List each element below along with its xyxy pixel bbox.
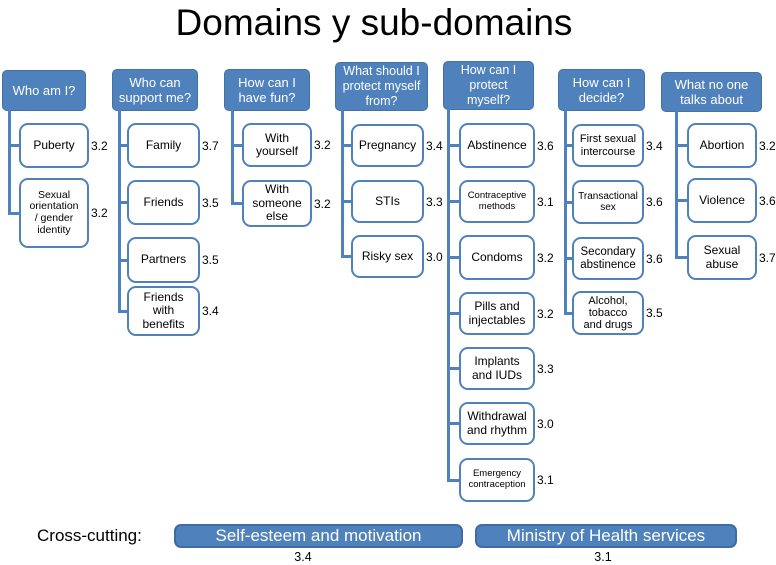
node-score-transactional-sex: 3.6 — [646, 195, 663, 209]
node-puberty: Puberty — [19, 123, 89, 168]
node-stis: STIs — [351, 180, 424, 223]
connector-rail — [341, 109, 344, 257]
column-header-how-can-i: How can I decide? — [558, 69, 645, 111]
connector-stub — [118, 309, 127, 313]
column-header-what-should-i: What should I protect myself from? — [335, 62, 428, 111]
node-partners: Partners — [127, 237, 200, 283]
column-header-what-no-one: What no one talks about — [661, 72, 762, 112]
node-score-friends-with-benefits: 3.4 — [202, 304, 219, 318]
column-header-how-can-i: How can I have fun? — [224, 69, 310, 111]
node-with-yourself: With yourself — [242, 123, 312, 167]
connector-stub — [675, 199, 687, 202]
connector-rail — [564, 109, 567, 313]
connector-stub — [118, 258, 127, 262]
connector-stub — [447, 367, 459, 370]
connector-stub — [675, 144, 687, 147]
node-score-withdrawal-and-rhythm: 3.0 — [537, 416, 554, 431]
cross-cutting-bar-score-self-esteem-and-motivation: 3.4 — [294, 550, 312, 564]
node-score-puberty: 3.2 — [91, 138, 108, 153]
node-secondary-abstinence: Secondary abstinence — [572, 237, 644, 280]
node-score-pregnancy: 3.4 — [426, 138, 443, 153]
node-score-pills-and-injectables: 3.2 — [537, 306, 554, 321]
node-score-condoms: 3.2 — [537, 250, 554, 265]
node-score-abstinence: 3.6 — [537, 138, 554, 153]
node-score-sexual-abuse: 3.7 — [759, 250, 776, 265]
node-score-risky-sex: 3.0 — [426, 249, 443, 264]
node-violence: Violence — [687, 178, 757, 223]
connector-stub — [231, 202, 242, 205]
page-title: Domains y sub-domains — [175, 2, 573, 43]
node-score-first-sexual-intercourse: 3.4 — [646, 138, 663, 153]
node-abortion: Abortion — [687, 123, 757, 168]
connector-stub — [564, 257, 572, 260]
node-friends: Friends — [127, 180, 200, 225]
node-risky-sex: Risky sex — [351, 235, 424, 278]
node-pregnancy: Pregnancy — [351, 124, 424, 167]
node-score-family: 3.7 — [202, 138, 219, 153]
node-score-partners: 3.5 — [202, 253, 219, 267]
connector-stub — [447, 312, 459, 315]
node-condoms: Condoms — [459, 235, 535, 280]
node-score-sexual-orientation-gender-identity: 3.2 — [91, 206, 108, 220]
node-first-sexual-intercourse: First sexual intercourse — [572, 124, 644, 167]
node-score-with-yourself: 3.2 — [314, 138, 331, 152]
connector-stub — [564, 144, 572, 147]
connector-rail — [231, 109, 234, 204]
connector-rail — [8, 109, 11, 213]
connector-stub — [675, 256, 687, 259]
node-abstinence: Abstinence — [459, 123, 535, 168]
node-sexual-abuse: Sexual abuse — [687, 235, 757, 280]
node-score-abortion: 3.2 — [759, 138, 776, 153]
connector-stub — [8, 211, 19, 215]
cross-cutting-bar-ministry-of-health-services: Ministry of Health services — [475, 524, 737, 548]
column-header-who-can: Who can support me? — [112, 69, 198, 111]
connector-stub — [564, 200, 572, 204]
cross-cutting-bar-self-esteem-and-motivation: Self-esteem and motivation — [174, 524, 463, 548]
node-score-contraceptive-methods: 3.1 — [537, 194, 554, 209]
node-contraceptive-methods: Contraceptive methods — [459, 180, 535, 223]
node-score-secondary-abstinence: 3.6 — [646, 251, 663, 266]
connector-stub — [447, 144, 459, 147]
connector-stub — [8, 144, 19, 147]
connector-rail — [118, 109, 121, 311]
column-header-how-can-i: How can I protect myself? — [443, 61, 534, 110]
connector-rail — [675, 110, 678, 258]
node-pills-and-injectables: Pills and injectables — [459, 292, 535, 335]
node-sexual-orientation-gender-identity: Sexual orientation / gender identity — [19, 178, 89, 248]
connector-stub — [341, 200, 351, 203]
node-score-stis: 3.3 — [426, 194, 443, 209]
node-score-violence: 3.6 — [759, 193, 776, 208]
column-header-who-am-i: Who am I? — [2, 70, 86, 111]
connector-stub — [447, 256, 459, 259]
node-emergency-contraception: Emergency contraception — [459, 458, 535, 502]
connector-stub — [447, 200, 459, 203]
connector-stub — [118, 144, 127, 147]
connector-stub — [231, 143, 242, 147]
node-score-with-someone-else: 3.2 — [314, 196, 331, 211]
node-family: Family — [127, 123, 200, 168]
connector-stub — [564, 311, 572, 315]
node-implants-and-iuds: Implants and IUDs — [459, 347, 535, 390]
node-transactional-sex: Transactional sex — [572, 180, 644, 224]
node-with-someone-else: With someone else — [242, 180, 312, 227]
cross-cutting-label: Cross-cutting: — [37, 526, 142, 545]
node-friends-with-benefits: Friends with benefits — [127, 286, 200, 336]
node-alcohol-tobacco-and-drugs: Alcohol, tobacco and drugs — [572, 291, 644, 335]
connector-stub — [447, 422, 459, 425]
node-score-friends: 3.5 — [202, 195, 219, 210]
connector-stub — [447, 478, 459, 482]
connector-stub — [341, 255, 351, 258]
connector-stub — [341, 144, 351, 147]
node-score-emergency-contraception: 3.1 — [537, 473, 554, 487]
connector-stub — [118, 201, 127, 204]
node-score-alcohol-tobacco-and-drugs: 3.5 — [646, 306, 663, 320]
connector-rail — [447, 108, 450, 480]
node-withdrawal-and-rhythm: Withdrawal and rhythm — [459, 402, 535, 445]
node-score-implants-and-iuds: 3.3 — [537, 361, 554, 376]
cross-cutting-bar-score-ministry-of-health-services: 3.1 — [594, 550, 612, 564]
